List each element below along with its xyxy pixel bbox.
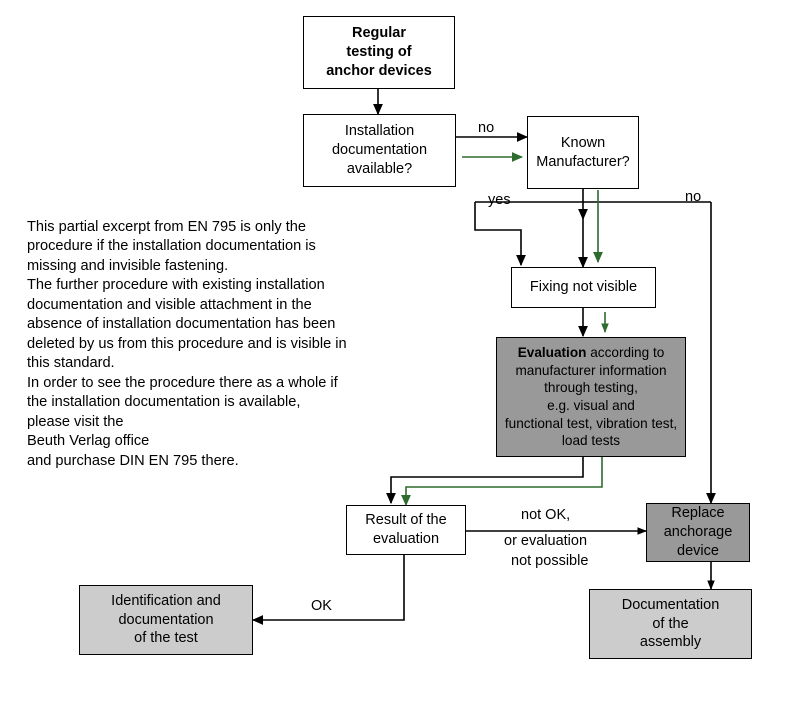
edge-label-not-ok-1: not OK, — [521, 507, 571, 523]
edge-evaluation-to-result — [386, 457, 584, 505]
edge-label-no-right: no — [685, 189, 702, 205]
node-fixing-not-visible-label: Fixing not visible — [529, 279, 638, 296]
edge-label-not-ok-2: or evaluation — [504, 533, 588, 549]
node-replace-anchorage-device[interactable]: Replace anchorage device — [646, 503, 750, 562]
node-result-of-evaluation-label: Result of the evaluation — [365, 512, 447, 547]
node-start[interactable]: Regular testing of anchor devices — [303, 16, 455, 89]
node-installation-documentation[interactable]: Installation documentation available? — [303, 114, 456, 187]
node-evaluation-label: according to manufacturer information th… — [504, 344, 678, 449]
node-known-manufacturer-label: Known Manufacturer? — [536, 134, 630, 170]
edge-label-ok: OK — [311, 598, 332, 614]
node-documentation-of-assembly[interactable]: Documentation of the assembly — [589, 589, 752, 659]
explanatory-note: This partial excerpt from EN 795 is only… — [27, 219, 347, 469]
node-replace-anchorage-device-label: Replace anchorage device — [663, 505, 733, 559]
node-identification-documentation[interactable]: Identification and documentation of the … — [79, 585, 253, 655]
edge-label-not-ok-3: not possible — [511, 553, 589, 569]
node-result-of-evaluation[interactable]: Result of the evaluation — [346, 505, 466, 555]
edge-label-yes: yes — [488, 192, 511, 208]
node-documentation-of-assembly-label: Documentation of the assembly — [621, 596, 720, 651]
node-evaluation-strong: Evaluation — [517, 344, 587, 360]
edge-label-no-top: no — [478, 120, 495, 136]
node-evaluation[interactable]: Evaluation according to manufacturer inf… — [496, 337, 686, 457]
node-identification-documentation-label: Identification and documentation of the … — [111, 592, 221, 647]
node-known-manufacturer[interactable]: Known Manufacturer? — [527, 116, 639, 189]
node-fixing-not-visible[interactable]: Fixing not visible — [511, 267, 656, 308]
edge-yes-to-fixing — [474, 202, 526, 267]
node-installation-documentation-label: Installation documentation available? — [331, 123, 428, 177]
edge-green-evaluation-to-result — [401, 457, 603, 507]
node-start-label: Regular testing of anchor devices — [326, 25, 432, 79]
